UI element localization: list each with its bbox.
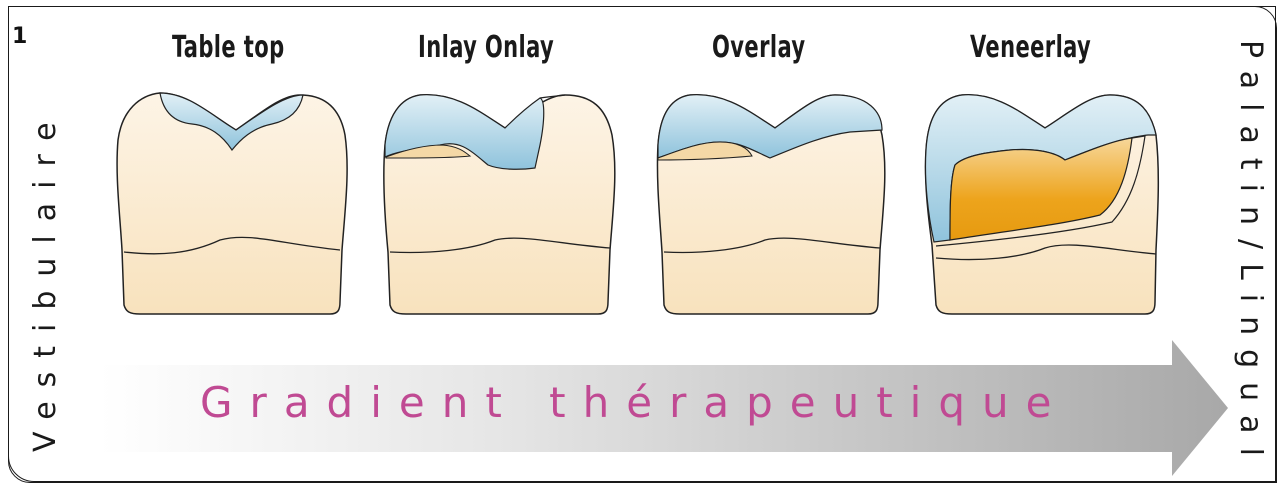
- tooth-veneerlay: [925, 95, 1158, 314]
- left-side-label: Vestibulaire: [28, 108, 63, 452]
- tooth-table-top: [117, 93, 347, 314]
- right-side-label: Palatin/Lingual: [1233, 40, 1268, 470]
- arrow-label: Gradient thérapeutique: [200, 378, 1068, 427]
- tooth-overlay: [657, 95, 884, 314]
- tooth-inlay-onlay: [384, 95, 615, 314]
